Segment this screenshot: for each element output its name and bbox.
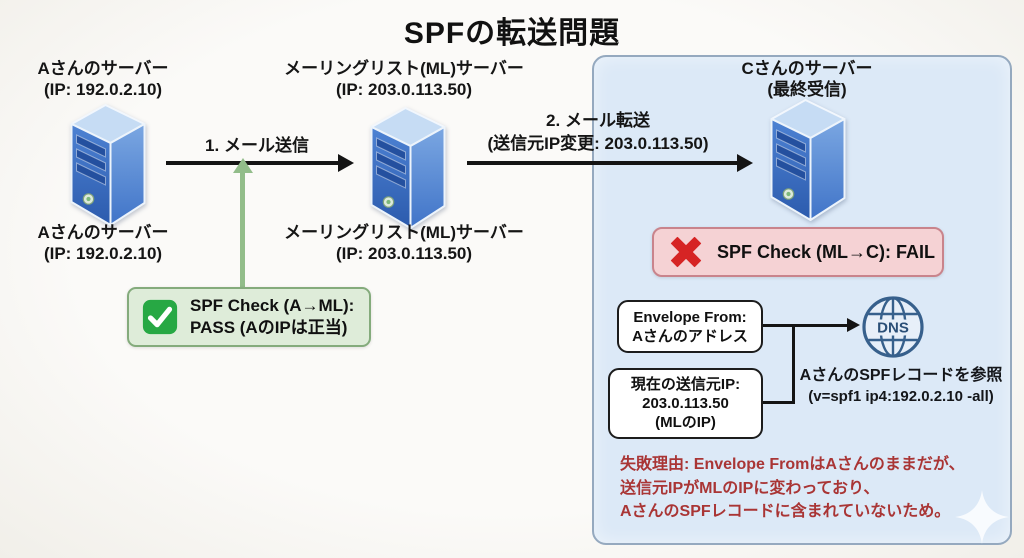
server-ml-ip-bottom: (IP: 203.0.113.50) — [335, 244, 473, 263]
envelope-from-line2: Aさんのアドレス — [632, 327, 748, 345]
failure-reason: 失敗理由: Envelope FromはAさんのままだが、 送信元IPがMLのI… — [620, 453, 1005, 524]
connector-ip-vertical — [792, 326, 795, 404]
dns-globe-label: DNS — [877, 320, 909, 337]
flow-step2-line — [467, 161, 737, 165]
spf-pass-box: SPF Check (A→ML): PASS (AのIPは正当) — [127, 287, 371, 347]
current-ip-line1: 現在の送信元IP: — [630, 376, 741, 393]
spf-fail-text: SPF Check (ML→C): FAIL — [717, 241, 936, 262]
current-ip-line3: (MLのIP) — [655, 414, 716, 431]
server-ml-ip: (IP: 203.0.113.50) — [335, 80, 473, 99]
server-a-name-bottom: Aさんのサーバー — [37, 223, 169, 242]
page-title: SPFの転送問題 — [403, 17, 621, 50]
connector-ip-horizontal — [763, 401, 795, 404]
server-c-name: Cさんのサーバー — [741, 59, 873, 78]
check-mark-icon — [142, 299, 178, 335]
server-a-ip: (IP: 192.0.2.10) — [43, 80, 163, 99]
dns-caption-line2: (v=spf1 ip4:192.0.2.10 -all) — [808, 388, 994, 405]
spf-pass-text: SPF Check (A→ML): PASS (AのIPは正当) — [190, 295, 354, 339]
flow-step2-title: 2. メール転送 — [546, 111, 650, 130]
server-ml-label-bottom: メーリングリスト(ML)サーバー (IP: 203.0.113.50) — [254, 222, 554, 264]
server-c-icon — [770, 99, 846, 221]
server-a-ip-bottom: (IP: 192.0.2.10) — [43, 244, 163, 263]
pass-arrow-line — [240, 172, 245, 287]
failure-reason-line3: AさんのSPFレコードに含まれていないため。 — [620, 503, 951, 520]
spf-pass-line1: SPF Check (A→ML): — [190, 296, 355, 315]
server-c-detail: (最終受信) — [767, 80, 847, 99]
server-ml-icon — [370, 107, 446, 229]
server-ml-name: メーリングリスト(ML)サーバー — [284, 59, 524, 78]
failure-reason-line2: 送信元IPがMLのIPに変わっており、 — [620, 479, 880, 497]
envelope-from-line1: Envelope From: — [633, 308, 747, 326]
flow-step2-arrowhead-icon — [737, 154, 753, 172]
server-ml-label-top: メーリングリスト(ML)サーバー (IP: 203.0.113.50) — [254, 58, 554, 100]
sparkle-icon — [955, 490, 1009, 544]
dns-caption-line1: AさんのSPFレコードを参照 — [799, 367, 1003, 384]
flow-step2-subtitle: (送信元IP変更: 203.0.113.50) — [487, 134, 709, 153]
current-ip-line2: 203.0.113.50 — [642, 395, 729, 412]
connector-envelope-to-dns — [763, 324, 847, 327]
pass-arrowhead-icon — [233, 158, 253, 173]
spf-fail-box: SPF Check (ML→C): FAIL — [652, 227, 944, 277]
flow-step1-arrowhead-icon — [338, 154, 354, 172]
flow-step2-label: 2. メール転送 (送信元IP変更: 203.0.113.50) — [448, 109, 748, 155]
dns-caption: AさんのSPFレコードを参照 (v=spf1 ip4:192.0.2.10 -a… — [790, 365, 1012, 407]
flow-step1-label: 1. メール送信 — [205, 136, 309, 155]
server-c-label-top: Cさんのサーバー (最終受信) — [707, 58, 907, 100]
dns-arrowhead-icon — [847, 318, 860, 332]
server-a-label-bottom: Aさんのサーバー (IP: 192.0.2.10) — [3, 222, 203, 264]
server-a-label-top: Aさんのサーバー (IP: 192.0.2.10) — [3, 58, 203, 100]
current-source-ip-box: 現在の送信元IP: 203.0.113.50 (MLのIP) — [608, 368, 763, 439]
cross-mark-icon — [670, 236, 702, 268]
envelope-from-box: Envelope From: Aさんのアドレス — [617, 300, 763, 353]
spf-pass-line2: PASS (AのIPは正当) — [190, 318, 348, 337]
server-a-icon — [70, 104, 146, 226]
failure-reason-line1: 失敗理由: Envelope FromはAさんのままだが、 — [620, 456, 965, 473]
server-ml-name-bottom: メーリングリスト(ML)サーバー — [284, 223, 524, 242]
server-a-name: Aさんのサーバー — [37, 59, 169, 78]
dns-globe-icon: DNS — [862, 296, 924, 358]
